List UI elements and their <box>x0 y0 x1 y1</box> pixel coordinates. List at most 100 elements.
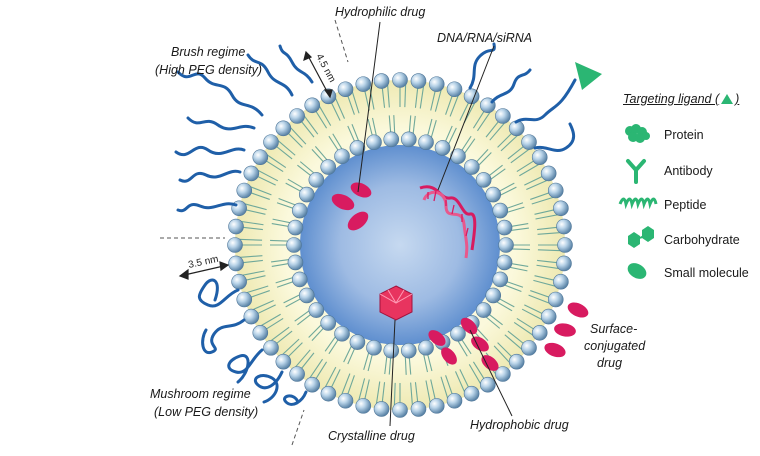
crystalline-drug <box>379 285 413 321</box>
lipid-headgroup <box>366 339 382 356</box>
lipid-headgroup <box>410 73 427 89</box>
label-hydrophobic-drug: Hydrophobic drug <box>470 418 569 432</box>
lipid-headgroup <box>498 237 514 253</box>
antibody-icon <box>626 159 646 184</box>
label-brush-regime: Brush regime <box>171 45 246 59</box>
lipid-headgroup <box>337 392 354 409</box>
lipid-headgroup <box>275 120 292 137</box>
aqueous-core <box>300 145 500 345</box>
lipid-headgroup <box>508 353 525 370</box>
legend-item-peptide: Peptide <box>664 198 707 212</box>
lipid-headgroup <box>320 88 337 105</box>
lipid-headgroup <box>547 182 564 199</box>
lipid-headgroup <box>243 165 260 182</box>
lipid-headgroup <box>475 172 492 188</box>
targeting-ligand-triangle-icon <box>575 62 602 90</box>
lipid-headgroup <box>475 302 492 318</box>
legend-item-antibody: Antibody <box>664 164 713 178</box>
protein-icon <box>625 124 650 143</box>
lipid-headgroup <box>521 134 537 150</box>
lipid-headgroup <box>410 401 427 417</box>
lipid-headgroup <box>450 325 466 342</box>
lipid-headgroup <box>243 308 260 325</box>
lipid-headgroup <box>308 172 325 188</box>
lipid-headgroup <box>337 81 354 98</box>
lipid-headgroup <box>320 385 337 402</box>
lipid-headgroup <box>418 339 434 356</box>
lipid-headgroup <box>400 131 417 148</box>
dimension-markers <box>178 50 333 280</box>
label-hydrophilic-drug: Hydrophilic drug <box>335 5 426 19</box>
lipid-headgroup <box>531 149 548 166</box>
lipid-headgroup <box>492 202 509 219</box>
lipid-headgroup <box>286 237 302 253</box>
hydrophilic-drug-molecules <box>331 182 372 231</box>
lipid-headgroup <box>383 342 400 359</box>
dimension-label-top: 4.5 nm <box>313 52 337 84</box>
surface-conjugated-drug-molecules <box>544 302 589 358</box>
lipid-headgroup <box>263 134 279 150</box>
label-crystalline-drug: Crystalline drug <box>328 429 415 443</box>
lipid-headgroup <box>383 131 400 148</box>
lipid-headgroup <box>521 340 537 356</box>
lipid-headgroup <box>252 149 269 166</box>
lipid-headgroup <box>236 291 253 308</box>
label-brush-regime-density: (High PEG density) <box>155 63 262 77</box>
small-molecule-icon <box>627 263 647 279</box>
legend-item-small-molecule: Small molecule <box>664 266 749 280</box>
lipid-headgroup <box>355 398 372 414</box>
lipid-headgroup <box>485 186 502 203</box>
legend-item-carbohydrate: Carbohydrate <box>664 233 740 247</box>
lipid-headgroup <box>236 182 253 199</box>
label-surface-conjugated-2: conjugated <box>584 339 646 353</box>
legend-title: Targeting ligand () <box>623 92 740 106</box>
lipid-headgroup <box>349 334 366 350</box>
lipid-headgroup <box>304 97 321 114</box>
lipid-headgroup <box>355 76 372 92</box>
lipid-headgroup <box>308 302 325 318</box>
lipid-headgroup <box>298 287 315 304</box>
lipid-headgroup <box>479 376 496 393</box>
lipid-headgroup <box>434 140 451 156</box>
label-mushroom-regime: Mushroom regime <box>150 387 251 401</box>
lipid-headgroup <box>291 271 308 288</box>
lipid-headgroup <box>496 219 513 236</box>
lipid-headgroup <box>366 134 382 151</box>
lipid-headgroup <box>287 254 304 271</box>
lipid-headgroup <box>556 218 572 235</box>
lipid-headgroup <box>287 219 304 236</box>
leader-lines <box>357 21 513 427</box>
lipid-headgroup <box>540 308 557 325</box>
lipid-headgroup <box>298 186 315 203</box>
guide-lines <box>160 19 349 446</box>
lipid-headgroup <box>373 401 390 417</box>
lipid-headgroup <box>304 376 321 393</box>
lipid-headgroup <box>231 273 247 290</box>
lipid-headgroup <box>463 385 480 402</box>
lipid-headgroup <box>495 108 511 124</box>
label-dna-rna: DNA/RNA/siRNA <box>437 31 533 45</box>
lipid-headgroup <box>450 148 466 165</box>
lipid-headgroup <box>252 324 269 341</box>
lipid-headgroup <box>418 134 434 151</box>
peptide-icon <box>618 197 658 210</box>
lipid-headgroup <box>228 255 244 272</box>
lipid-headgroup <box>531 324 548 341</box>
lipid-headgroup <box>547 291 564 308</box>
lipid-headgroup <box>495 366 511 382</box>
ligand-triangle-icon <box>721 94 734 104</box>
lipid-headgroup <box>392 402 408 418</box>
lipid-headgroup <box>556 255 572 272</box>
lipid-headgroup <box>492 271 509 288</box>
lipid-headgroup <box>553 200 569 217</box>
lipid-headgroup <box>263 340 279 356</box>
lipid-headgroup <box>553 273 569 290</box>
phospholipid-headgroups <box>227 72 573 418</box>
carbohydrate-icon <box>628 226 654 248</box>
lipid-headgroup <box>320 159 337 175</box>
lipid-headgroup <box>485 287 502 304</box>
lipid-headgroup <box>392 72 408 88</box>
lipid-headgroup <box>334 325 350 342</box>
lipid-headgroup <box>428 76 445 92</box>
